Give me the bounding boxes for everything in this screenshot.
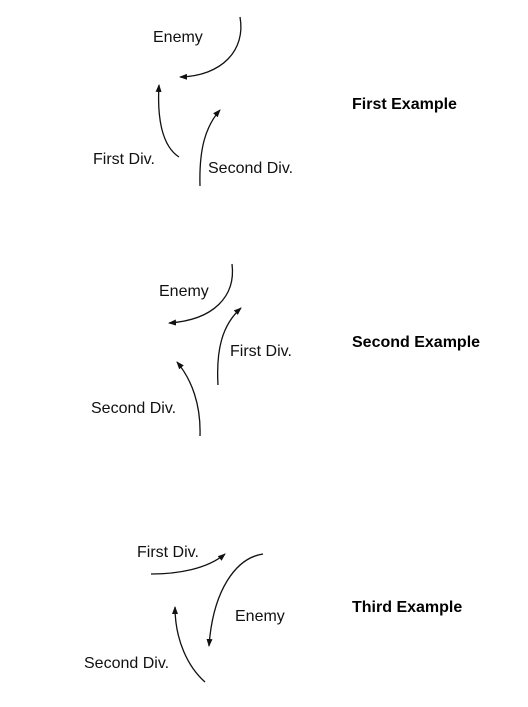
example-3-second-div-label: Second Div. [84,655,170,672]
example-1-enemy-label: Enemy [153,29,203,46]
example-1-first-div-label: First Div. [93,151,155,168]
example-1-first-div-arrow [155,84,180,158]
example-3-second-div-arrow [172,606,206,683]
example-3-title: Third Example [352,599,463,616]
example-1-second-div-label: Second Div. [208,160,294,177]
example-2-enemy-arrow [168,263,234,326]
example-3-enemy-label: Enemy [235,608,285,625]
example-3-enemy-arrow [206,553,264,647]
example-1-title: First Example [352,96,457,113]
example-2-enemy-label: Enemy [159,283,209,300]
example-2-first-div-arrow [216,307,242,386]
example-2-arrows [168,263,242,437]
example-2-second-div-arrow [176,361,201,437]
example-2-title: Second Example [352,334,481,351]
example-1-second-div-arrow [199,109,221,187]
example-3-arrows [150,553,264,683]
example-1-enemy-arrow [179,16,242,80]
example-1-arrows [155,16,242,187]
example-3-first-div-label: First Div. [137,544,199,561]
example-2-first-div-label: First Div. [230,343,292,360]
example-3-first-div-arrow [150,553,226,575]
example-2-second-div-label: Second Div. [91,400,177,417]
